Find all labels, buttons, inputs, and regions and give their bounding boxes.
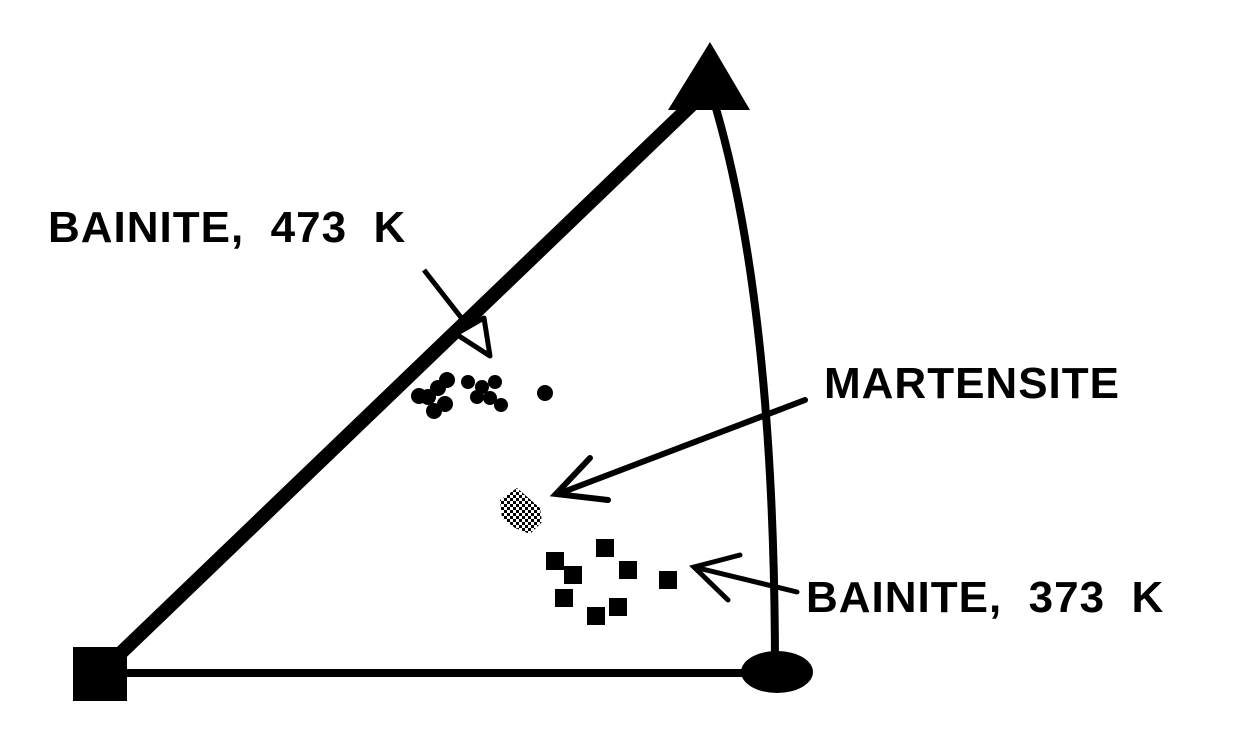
bainite-373-points (546, 539, 677, 625)
arrow-bainite-473 (422, 268, 493, 359)
arrow-martensite (549, 397, 808, 503)
bainite-473-points (411, 372, 553, 419)
martensite-cluster (500, 488, 542, 534)
data-point (494, 398, 508, 412)
data-point (546, 552, 564, 570)
square-pole-marker (73, 647, 127, 701)
data-point (537, 385, 553, 401)
label-bainite-373: BAINITE, 373 K (806, 573, 1165, 622)
data-point (587, 607, 605, 625)
triangle-edge-arc (708, 93, 779, 673)
data-point (488, 375, 502, 389)
data-point (609, 598, 627, 616)
data-point (659, 571, 677, 589)
triangle-pole-marker (668, 42, 750, 110)
data-point (483, 391, 497, 405)
data-point (411, 388, 427, 404)
label-bainite-473: BAINITE, 473 K (48, 203, 407, 252)
data-point (619, 561, 637, 579)
arrow-bainite-373 (689, 552, 800, 603)
ellipse-pole-marker (741, 651, 813, 693)
data-point (555, 589, 573, 607)
data-point (470, 390, 484, 404)
data-point (596, 539, 614, 557)
data-point (564, 566, 582, 584)
label-martensite: MARTENSITE (824, 359, 1120, 408)
data-point (426, 403, 442, 419)
triangle-edge-left (95, 86, 710, 679)
data-point (461, 375, 475, 389)
